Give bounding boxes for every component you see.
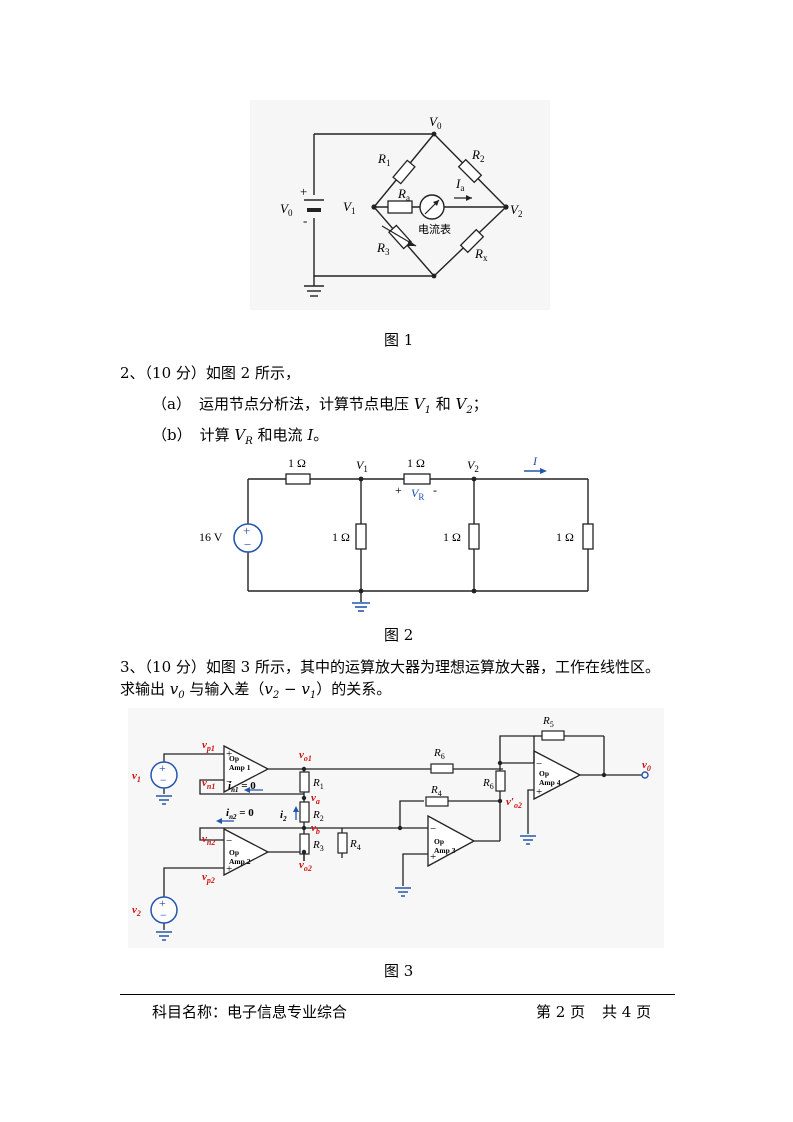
fig3-vn2: vn2	[202, 833, 215, 847]
fig3-op4-label-a: Op	[539, 769, 549, 778]
question2-title: 2、（10 分）如图 2 所示，	[120, 364, 300, 382]
fig1-r1: R1	[377, 151, 390, 168]
fig2-r-shunt1: 1 Ω	[332, 530, 350, 544]
fig3-va: va	[311, 792, 320, 806]
fig2-r-shunt3: 1 Ω	[556, 530, 574, 544]
fig3-v2-plus: +	[159, 896, 166, 910]
question2-part-a: （a）运用节点分析法，计算节点电压 V1 和 V2；	[152, 395, 488, 416]
fig3-i2: i2	[280, 809, 287, 823]
fig1-plus: +	[300, 184, 307, 199]
fig3-vb: vb	[311, 822, 320, 836]
fig1-r2: R2	[471, 147, 484, 164]
fig2-v1: V1	[356, 458, 368, 474]
footer-subject: 科目名称：电子信息专业综合	[152, 1003, 348, 1021]
fig1-r3: R3	[376, 240, 390, 257]
figure1-caption: 图 1	[384, 331, 414, 349]
fig3-op1-label-b: Amp 1	[229, 763, 251, 772]
fig3-op3-label-a: Op	[434, 837, 444, 846]
figure2-circuit: 1 Ω 1 Ω 1 Ω 1 Ω 1 Ω 16 V + − V1 V2 + - V…	[199, 454, 594, 612]
fig3-in1: in1 = 0	[228, 780, 256, 794]
fig3-vo1: vo1	[299, 749, 312, 763]
fig3-op3-plus: +	[430, 851, 436, 863]
fig3-v1-plus: +	[159, 761, 166, 775]
fig3-op1-minus: −	[226, 776, 232, 788]
fig2-vr-plus: +	[395, 483, 402, 497]
fig2-vr: VR	[411, 486, 424, 502]
fig2-r-top1: 1 Ω	[288, 456, 306, 470]
fig2-r-top2: 1 Ω	[407, 456, 425, 470]
fig2-src-plus: +	[243, 523, 250, 538]
fig1-ia: Ia	[455, 176, 464, 193]
fig3-r4-right: R4	[430, 784, 442, 798]
fig3-vo2-prime: v′o2	[506, 796, 522, 810]
fig3-op1-label-a: Op	[229, 754, 239, 763]
fig3-vn1: vn1	[202, 777, 215, 791]
fig3-op2-label-b: Amp 2	[229, 857, 251, 866]
fig3-r1: R1	[312, 777, 324, 791]
fig1-v0-top: V0	[429, 114, 442, 131]
footer-total: 共 4 页	[602, 1003, 652, 1021]
fig2-src-minus: −	[244, 537, 251, 552]
fig3-r6-top: R6	[433, 747, 445, 761]
fig3-op2-plus: +	[226, 863, 232, 875]
question2-part-b: （b）计算 VR 和电流 I。	[152, 426, 329, 447]
fig2-source-label: 16 V	[199, 530, 223, 544]
fig3-op3-minus: −	[430, 823, 436, 835]
fig3-in2: in2 = 0	[226, 807, 254, 821]
footer-rule	[120, 994, 675, 995]
fig3-op3-label-b: Amp 3	[434, 846, 456, 855]
fig3-v1-minus: −	[160, 773, 167, 787]
fig3-op4-plus: +	[536, 786, 542, 798]
fig3-v2: v2	[132, 904, 141, 918]
fig3-r4-left: R4	[349, 838, 361, 852]
fig3-v2-minus: −	[160, 908, 167, 922]
fig3-v0: v0	[642, 759, 651, 773]
fig1-ammeter-label: 电流表	[418, 222, 451, 236]
fig2-v2: V2	[467, 458, 479, 474]
fig2-current: I	[532, 454, 538, 468]
fig3-op4-label-b: Amp 4	[539, 778, 561, 787]
fig3-r2: R2	[312, 809, 324, 823]
fig3-r3: R3	[312, 839, 324, 853]
figure1-circuit: V0 V0 + - V1 V2 R1 R2 R3 Ra Rx Ia 电流表	[250, 100, 550, 310]
question3-line2: 求输出 v0 与输入差（v2 − v1）的关系。	[120, 680, 392, 701]
fig3-op1-plus: +	[226, 748, 232, 760]
fig3-r6-side: R6	[482, 777, 494, 791]
fig3-op2-label-a: Op	[229, 848, 239, 857]
fig1-v2: V2	[510, 202, 522, 219]
fig3-vp1: vp1	[202, 739, 215, 753]
fig1-v1: V1	[343, 199, 355, 216]
question3-line1: 3、（10 分）如图 3 所示，其中的运算放大器为理想运算放大器，工作在线性区。	[120, 658, 660, 676]
figure3-circuit: v1 v2 vp1 vn1 vn2 vp2 vo1 vo2 v′o2 va vb…	[128, 708, 664, 948]
footer-page: 第 2 页	[536, 1003, 586, 1021]
fig3-v1: v1	[132, 770, 141, 784]
fig3-op2-minus: −	[226, 835, 232, 847]
fig3-r5: R5	[542, 715, 554, 729]
fig1-v0-source: V0	[280, 201, 293, 218]
fig1-minus: -	[303, 213, 307, 228]
figure2-caption: 图 2	[384, 626, 414, 644]
fig1-ra: Ra	[397, 186, 410, 203]
fig3-vo2: vo2	[299, 859, 312, 873]
fig2-r-shunt2: 1 Ω	[443, 530, 461, 544]
fig1-rx: Rx	[474, 246, 488, 263]
fig3-vp2: vp2	[202, 871, 215, 885]
figure3-caption: 图 3	[384, 962, 414, 980]
fig3-op4-minus: −	[536, 758, 542, 770]
fig2-vr-minus: -	[433, 483, 437, 497]
